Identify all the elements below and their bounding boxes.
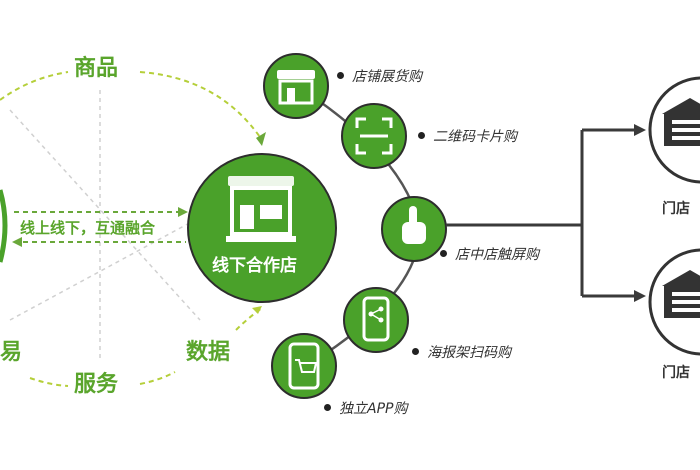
channel-label-3: 店中店触屏购 <box>440 248 539 262</box>
arrow-head-store-1 <box>634 124 646 136</box>
phone-share-icon <box>362 296 390 342</box>
garage-icon <box>662 98 700 146</box>
store-node-2 <box>648 248 700 356</box>
channel-text-4: 海报架扫码购 <box>427 345 511 361</box>
store-label-2: 门店 <box>662 365 690 381</box>
channel-node-5 <box>271 333 337 399</box>
channel-text-2: 二维码卡片购 <box>433 129 517 145</box>
touch-hand-icon <box>402 206 426 244</box>
channel-label-2: 二维码卡片购 <box>418 130 517 144</box>
channel-node-3 <box>381 196 447 262</box>
label-goods: 商品 <box>74 56 119 81</box>
channel-text-5: 独立APP购 <box>339 401 408 417</box>
storefront-icon <box>277 70 315 105</box>
channel-label-1: 店铺展货购 <box>337 70 422 84</box>
label-data: 数据 <box>186 340 231 365</box>
store-connector <box>446 128 638 298</box>
arc-top-left <box>0 71 69 101</box>
label-service: 服务 <box>74 372 119 397</box>
channel-node-4 <box>343 287 409 353</box>
left-ring-edge <box>0 189 8 263</box>
arc-bottom-right <box>139 371 176 385</box>
channel-text-3: 店中店触屏购 <box>455 247 539 263</box>
arrow-head-store-2 <box>634 290 646 302</box>
phone-cart-icon <box>288 342 320 390</box>
qr-scan-icon <box>355 117 393 155</box>
channel-text-1: 店铺展货购 <box>352 69 422 85</box>
channel-label-5: 独立APP购 <box>324 402 407 416</box>
guide-lines <box>9 90 201 360</box>
channel-label-4: 海报架扫码购 <box>412 346 511 360</box>
store-label-1: 门店 <box>662 201 690 217</box>
arc-bottom-left <box>29 377 69 387</box>
guide-diag-2 <box>9 109 201 321</box>
arrow-head-data <box>252 306 262 314</box>
sync-arrow <box>12 207 188 247</box>
store-node-1 <box>648 76 700 184</box>
garage-icon <box>662 270 700 318</box>
hub-node <box>187 153 337 303</box>
label-online-offline: 线上线下，互通融合 <box>20 219 156 237</box>
hub-label: 线下合作店 <box>212 256 297 276</box>
channel-node-1 <box>263 53 329 119</box>
guide-diag-1 <box>9 219 196 321</box>
shop-icon <box>226 176 296 242</box>
arc-top-right <box>139 71 263 141</box>
label-trade-partial: 易 <box>0 340 23 365</box>
arrow-head-hub <box>256 132 266 146</box>
channel-node-2 <box>341 103 407 169</box>
